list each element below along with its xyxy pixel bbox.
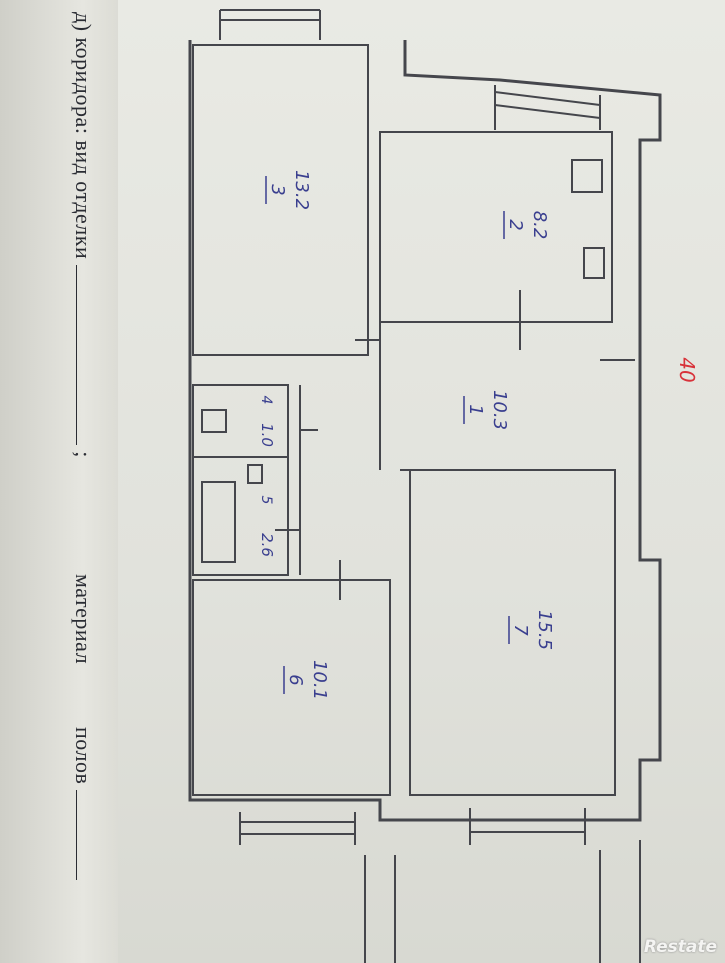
room-5-area: 2.6 bbox=[258, 533, 276, 557]
lower-wall-extension bbox=[364, 840, 641, 963]
room-6-area: 10.1 bbox=[309, 660, 330, 700]
room-4-label: 4 1.0 bbox=[258, 396, 276, 447]
room-1-area: 10.3 bbox=[489, 390, 510, 430]
stove-fixture bbox=[571, 159, 603, 193]
room-2-number: 2 bbox=[505, 219, 526, 230]
kitchen-sink-fixture bbox=[583, 247, 605, 279]
room-7-area: 15.5 bbox=[534, 610, 555, 650]
room-3-number: 3 bbox=[267, 184, 288, 195]
room-3-area: 13.2 bbox=[291, 170, 312, 210]
room-5-outline bbox=[192, 456, 289, 576]
window-bottom-right bbox=[469, 808, 586, 845]
room-6-number: 6 bbox=[285, 674, 306, 685]
outer-wall bbox=[188, 40, 662, 822]
room-3-label: 3 13.2 bbox=[265, 170, 312, 210]
window-top-right bbox=[494, 85, 601, 130]
room-2-label: 2 8.2 bbox=[503, 211, 550, 240]
room-3-outline bbox=[192, 44, 369, 356]
room-1-label: 1 10.3 bbox=[463, 390, 510, 430]
room-4-area: 1.0 bbox=[258, 423, 276, 447]
restate-watermark: Restate bbox=[643, 937, 717, 957]
red-stamp-number: 40 bbox=[675, 357, 699, 382]
room-1-number: 1 bbox=[465, 404, 486, 415]
room-7-number: 7 bbox=[510, 624, 531, 636]
room-4-number: 4 bbox=[258, 396, 274, 405]
sink-fixture bbox=[247, 464, 263, 484]
room-6-outline bbox=[192, 579, 391, 796]
folded-paper-edge bbox=[0, 0, 118, 963]
window-bottom-left bbox=[239, 812, 356, 845]
room-5-number: 5 bbox=[258, 496, 274, 505]
toilet-fixture bbox=[201, 409, 227, 433]
red-stamp-label: 40 bbox=[675, 357, 699, 382]
room-6-label: 6 10.1 bbox=[283, 660, 330, 700]
room-2-area: 8.2 bbox=[529, 211, 550, 240]
room-7-outline bbox=[409, 469, 616, 796]
room-7-label: 7 15.5 bbox=[508, 610, 555, 650]
room-5-label: 5 2.6 bbox=[258, 496, 276, 557]
room-2-outline bbox=[379, 131, 613, 323]
bathtub-fixture bbox=[201, 481, 236, 563]
window-top-left bbox=[219, 9, 321, 40]
